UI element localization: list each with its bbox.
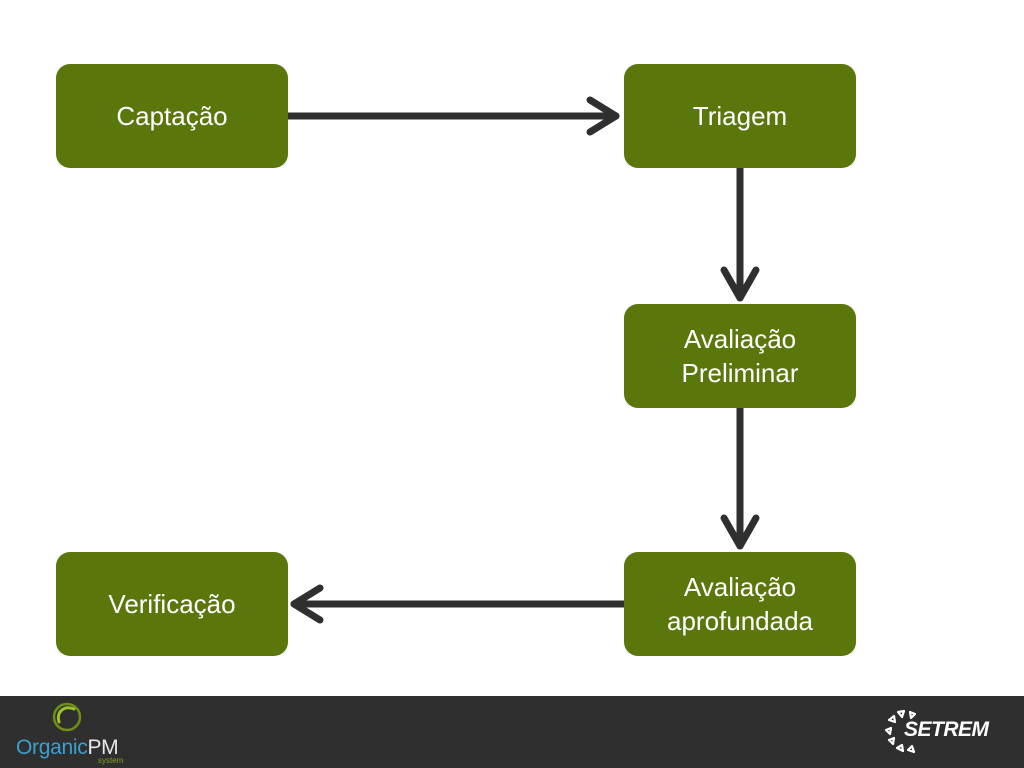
node-triagem: Triagem bbox=[624, 64, 856, 168]
node-avaliacao-preliminar-label: Avaliação Preliminar bbox=[681, 324, 799, 388]
organicpm-logo: OrganicPM system bbox=[14, 698, 134, 766]
node-captacao-label: Captação bbox=[116, 101, 228, 131]
arrows-layer bbox=[284, 96, 760, 624]
node-avaliacao-aprofundada: Avaliação aprofundada bbox=[624, 552, 856, 656]
setrem-gear-icon bbox=[884, 709, 917, 754]
organicpm-wordmark: OrganicPM bbox=[16, 736, 119, 760]
node-verificacao-label: Verificação bbox=[108, 589, 236, 619]
node-triagem-label: Triagem bbox=[692, 101, 788, 131]
organicpm-pm-text: PM bbox=[87, 736, 119, 759]
node-avaliacao-aprofundada-label: Avaliação aprofundada bbox=[666, 572, 814, 636]
arrow-preliminar-to-aprofundada bbox=[720, 404, 760, 550]
organicpm-organic-text: Organic bbox=[16, 736, 88, 759]
arrow-triagem-to-preliminar bbox=[720, 164, 760, 302]
organicpm-swirl-icon bbox=[52, 702, 82, 732]
node-verificacao: Verificação bbox=[56, 552, 288, 656]
node-avaliacao-preliminar: Avaliação Preliminar bbox=[624, 304, 856, 408]
arrow-aprofundada-to-verificacao bbox=[290, 584, 628, 624]
node-captacao: Captação bbox=[56, 64, 288, 168]
setrem-wordmark: SETREM bbox=[904, 718, 989, 741]
footer-bar: OrganicPM system SETREM bbox=[0, 696, 1024, 768]
arrow-captacao-to-triagem bbox=[284, 96, 620, 136]
flow-diagram: Captação Triagem Avaliação Preliminar Av… bbox=[56, 64, 856, 656]
setrem-logo: SETREM bbox=[884, 708, 1004, 756]
organicpm-sub-text: system bbox=[98, 756, 124, 765]
